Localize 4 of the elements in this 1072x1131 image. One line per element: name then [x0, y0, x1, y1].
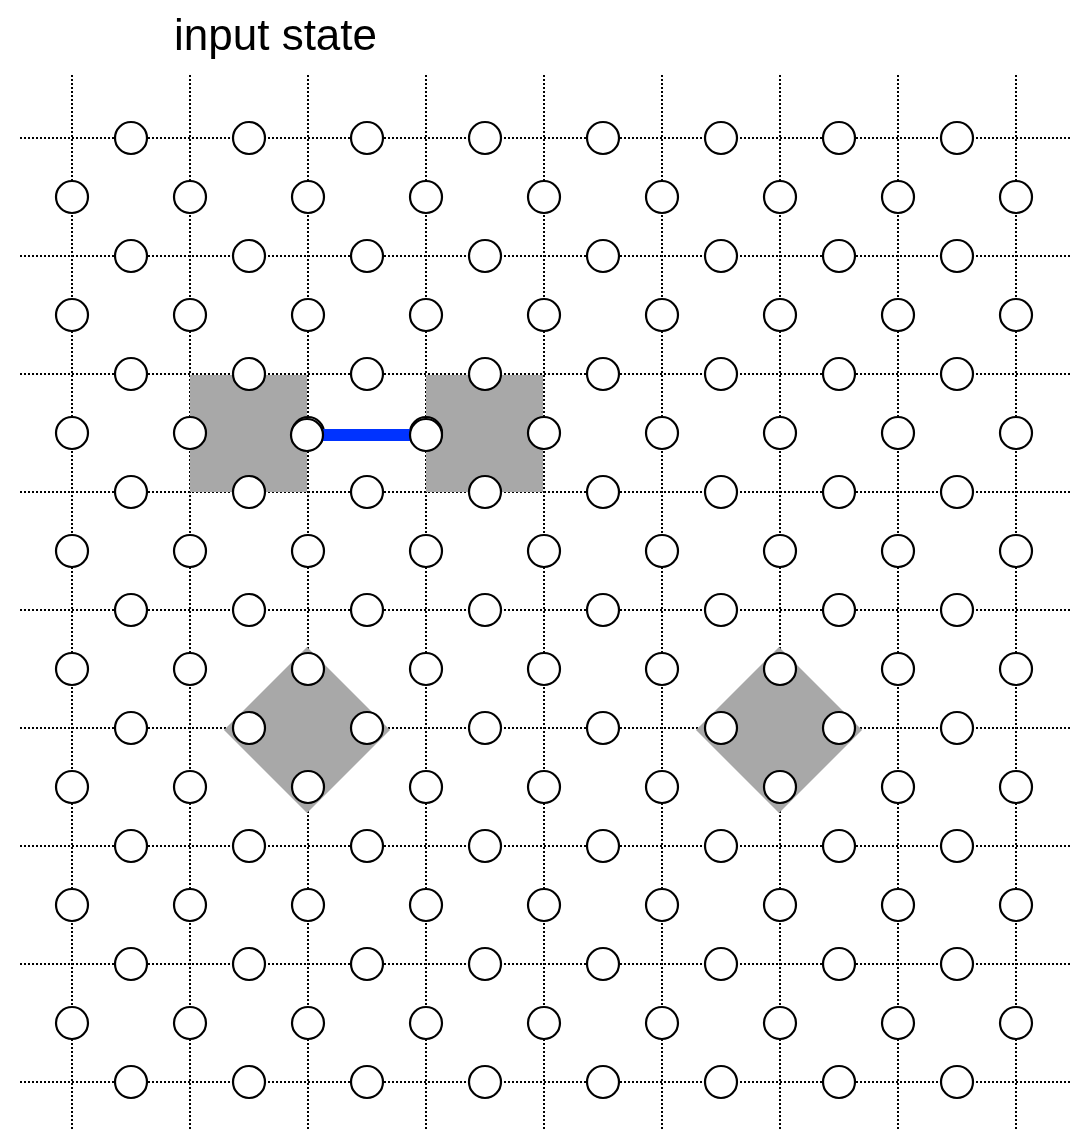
qubit-circle [408, 417, 444, 453]
connector-line [323, 429, 410, 441]
diagram-title: input state [174, 9, 378, 61]
qubit-circle [289, 417, 325, 453]
